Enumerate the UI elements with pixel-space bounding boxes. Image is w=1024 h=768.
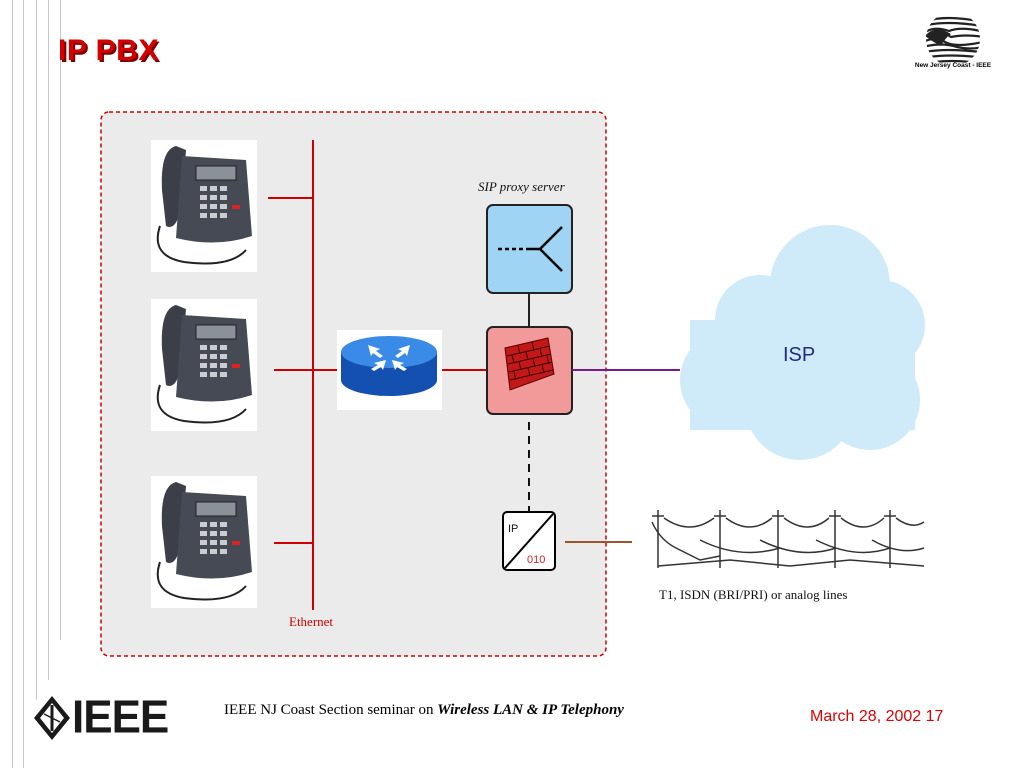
ip-gateway-icon bbox=[502, 511, 556, 571]
ip-phone-icon bbox=[151, 140, 257, 272]
isp-label: ISP bbox=[783, 344, 815, 366]
ip-phone-icon bbox=[151, 299, 257, 431]
telephone-lines-icon bbox=[651, 510, 925, 568]
decor-line bbox=[48, 0, 49, 680]
ethernet-label: Ethernet bbox=[289, 614, 333, 629]
gateway-label-top: IP bbox=[508, 523, 518, 535]
fork-icon bbox=[498, 226, 563, 272]
nj-coast-logo bbox=[926, 12, 980, 66]
footer-date-page: March 28, 2002 17 bbox=[810, 708, 944, 725]
footer-seminar-topic: Wireless LAN & IP Telephony bbox=[437, 702, 624, 718]
sip-proxy-label: SIP proxy server bbox=[478, 179, 566, 194]
router-icon bbox=[337, 330, 442, 410]
decor-line bbox=[36, 0, 37, 700]
gateway-label-bottom: 010 bbox=[527, 554, 545, 566]
firewall-icon bbox=[504, 337, 555, 391]
ieee-logo bbox=[34, 696, 70, 740]
decor-line bbox=[60, 0, 61, 640]
nj-coast-logo-text: New Jersey Coast - IEEE bbox=[914, 62, 992, 69]
ip-phone-icon bbox=[151, 476, 257, 608]
footer-seminar-prefix: IEEE NJ Coast Section seminar on bbox=[224, 702, 438, 718]
decor-line bbox=[12, 0, 13, 768]
footer-seminar: IEEE NJ Coast Section seminar on Wireles… bbox=[224, 702, 624, 719]
slide-title: IP PBX bbox=[58, 34, 159, 67]
isp-cloud bbox=[680, 225, 925, 460]
pstn-lines-label: T1, ISDN (BRI/PRI) or analog lines bbox=[659, 587, 847, 602]
decor-line bbox=[23, 0, 24, 768]
ieee-logo-text: IEEE bbox=[72, 691, 169, 744]
